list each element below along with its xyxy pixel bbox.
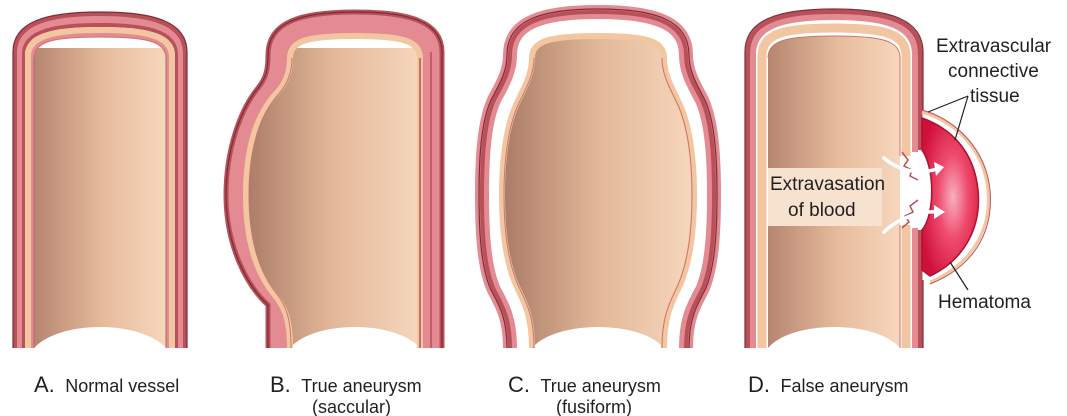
- svg-text:A. Normal vessel: A. Normal vessel: [34, 372, 179, 397]
- caption-b-title: True aneurysm: [301, 376, 421, 396]
- caption-a-letter: A.: [34, 372, 55, 397]
- connective-tissue-label-line1: Extravascular: [936, 36, 1052, 57]
- vessel-normal: [13, 12, 187, 348]
- caption-b-subtitle: (saccular): [312, 397, 391, 416]
- caption-c-letter: C.: [508, 372, 530, 397]
- caption-c-subtitle: (fusiform): [556, 397, 632, 416]
- caption-d-title: False aneurysm: [780, 376, 908, 396]
- connective-tissue-label-line2: connective: [948, 61, 1039, 82]
- extravasation-label-line2: of blood: [788, 200, 856, 221]
- hematoma-label: Hematoma: [938, 292, 1031, 313]
- vessel-fusiform: [479, 9, 717, 348]
- caption-d-letter: D.: [748, 372, 770, 397]
- svg-text:D. False aneurysm: D. False aneurysm: [748, 372, 909, 397]
- vessel-saccular: [226, 12, 442, 348]
- caption-a: A. Normal vessel: [34, 372, 179, 397]
- svg-text:C. True aneurysm: C. True aneurysm: [508, 372, 661, 397]
- svg-text:B. True aneurysm: B. True aneurysm: [270, 372, 422, 397]
- caption-a-title: Normal vessel: [65, 376, 179, 396]
- caption-c: C. True aneurysm (fusiform): [508, 372, 661, 416]
- caption-c-title: True aneurysm: [540, 376, 660, 396]
- caption-b-letter: B.: [270, 372, 291, 397]
- connective-tissue-label-line3: tissue: [970, 86, 1020, 107]
- extravasation-label-line1: Extravasation: [770, 174, 885, 195]
- caption-b: B. True aneurysm (saccular): [270, 372, 422, 416]
- caption-d: D. False aneurysm: [748, 372, 909, 397]
